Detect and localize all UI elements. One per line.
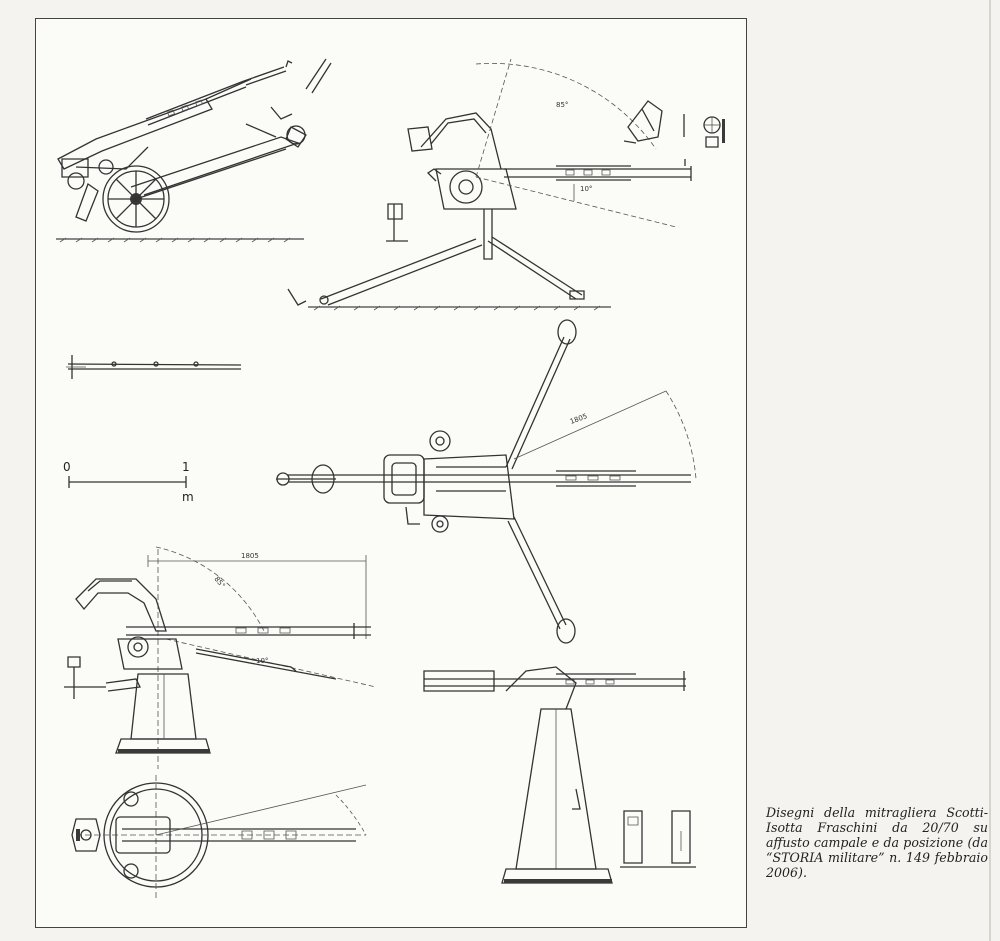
side-span-dimension: 1805 bbox=[241, 552, 259, 560]
pedestal-plan-view bbox=[72, 775, 366, 899]
tripod-top-view: 1805 bbox=[276, 320, 696, 643]
figure-caption: Disegni della mitragliera Scotti-Isotta … bbox=[766, 805, 988, 880]
side-elevation-angle: 85° bbox=[212, 575, 226, 590]
scale-bar: 0 1 m bbox=[63, 460, 194, 504]
technical-drawings: 85° 10° 0 1 m bbox=[36, 19, 725, 929]
barrel-side-view bbox=[66, 355, 241, 379]
page-edge bbox=[989, 0, 991, 941]
scale-unit-label: m bbox=[182, 490, 194, 504]
scale-end-label: 1 bbox=[182, 460, 190, 474]
top-arc-length: 1805 bbox=[569, 412, 588, 426]
tripod-mount-view: 85° 10° bbox=[288, 59, 725, 310]
scale-start-label: 0 bbox=[63, 460, 71, 474]
pedestal-front-view bbox=[424, 667, 696, 883]
pedestal-side-view: 1805 85° 10° bbox=[64, 547, 376, 769]
drawing-plate: 85° 10° 0 1 m bbox=[35, 18, 747, 928]
top-elevation-angle: 85° bbox=[556, 101, 568, 109]
field-carriage-view bbox=[56, 59, 331, 242]
top-depression-angle: 10° bbox=[580, 185, 592, 193]
